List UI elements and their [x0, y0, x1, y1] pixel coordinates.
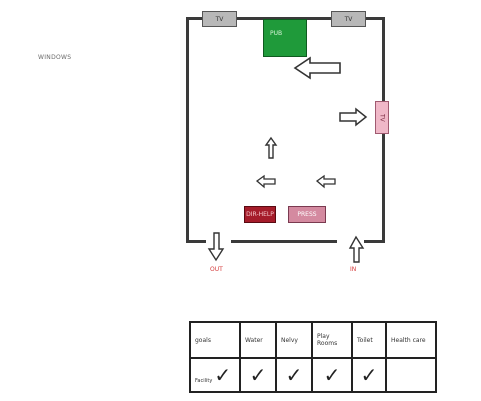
red-box: DIR-HELP — [244, 206, 276, 223]
wall-top-left — [186, 17, 204, 20]
facility-table: goals Water Nelvy Play Rooms Toilet Heal… — [189, 321, 437, 393]
green-box-label: PUB — [270, 30, 283, 37]
top-right-box: TV — [331, 11, 366, 27]
table-row: Facility✓ ✓ ✓ ✓ ✓ — [189, 357, 437, 393]
table-header-cell: Nelvy — [275, 321, 313, 359]
top-right-box-label: TV — [344, 15, 353, 23]
wall-top-middle — [237, 17, 332, 20]
pink-box: PRESS — [288, 206, 326, 223]
table-header-cell: Play Rooms — [311, 321, 353, 359]
diagram-arrows — [207, 56, 368, 263]
right-pink-box-label: TV — [378, 113, 386, 122]
out-label: OUT — [210, 266, 223, 273]
wall-left — [186, 17, 189, 243]
table-cell: ✓ — [239, 357, 277, 393]
wall-bottom-right — [364, 240, 385, 243]
arrow-up-in-icon — [348, 235, 365, 263]
arrow-right-icon — [339, 107, 368, 127]
table-cell: ✓ — [351, 357, 387, 393]
table-header-cell: Water — [239, 321, 277, 359]
arrow-left-small-icon-2 — [315, 174, 336, 189]
table-header-cell: Toilet — [351, 321, 387, 359]
row-label: Facility — [195, 377, 213, 384]
table-cell: ✓ — [275, 357, 313, 393]
table-header-cell: goals — [189, 321, 241, 359]
table-header-row: goals Water Nelvy Play Rooms Toilet Heal… — [189, 321, 437, 359]
arrow-left-small-icon-1 — [255, 174, 276, 189]
check-icon: ✓ — [249, 363, 267, 387]
table-cell: Facility✓ — [189, 357, 241, 393]
arrow-left-large-icon — [293, 56, 341, 80]
in-label: IN — [350, 266, 357, 273]
arrow-up-icon — [264, 136, 278, 159]
top-left-box-label: TV — [215, 15, 224, 23]
check-icon: ✓ — [323, 363, 341, 387]
green-box: PUB — [263, 19, 307, 57]
pink-box-label: PRESS — [297, 211, 317, 218]
table-cell: ✓ — [311, 357, 353, 393]
wall-bottom-left — [186, 240, 206, 243]
arrow-down-out-icon — [207, 232, 225, 262]
right-pink-box: TV — [375, 101, 389, 134]
wall-top-right — [366, 17, 385, 20]
check-icon: ✓ — [214, 363, 232, 387]
top-left-box: TV — [202, 11, 237, 27]
table-cell — [385, 357, 437, 393]
table-header-cell: Health care — [385, 321, 437, 359]
header-label: WINDOWS — [38, 54, 72, 61]
check-icon: ✓ — [360, 363, 378, 387]
wall-bottom-middle — [231, 240, 337, 243]
check-icon: ✓ — [285, 363, 303, 387]
red-box-label: DIR-HELP — [246, 211, 274, 218]
